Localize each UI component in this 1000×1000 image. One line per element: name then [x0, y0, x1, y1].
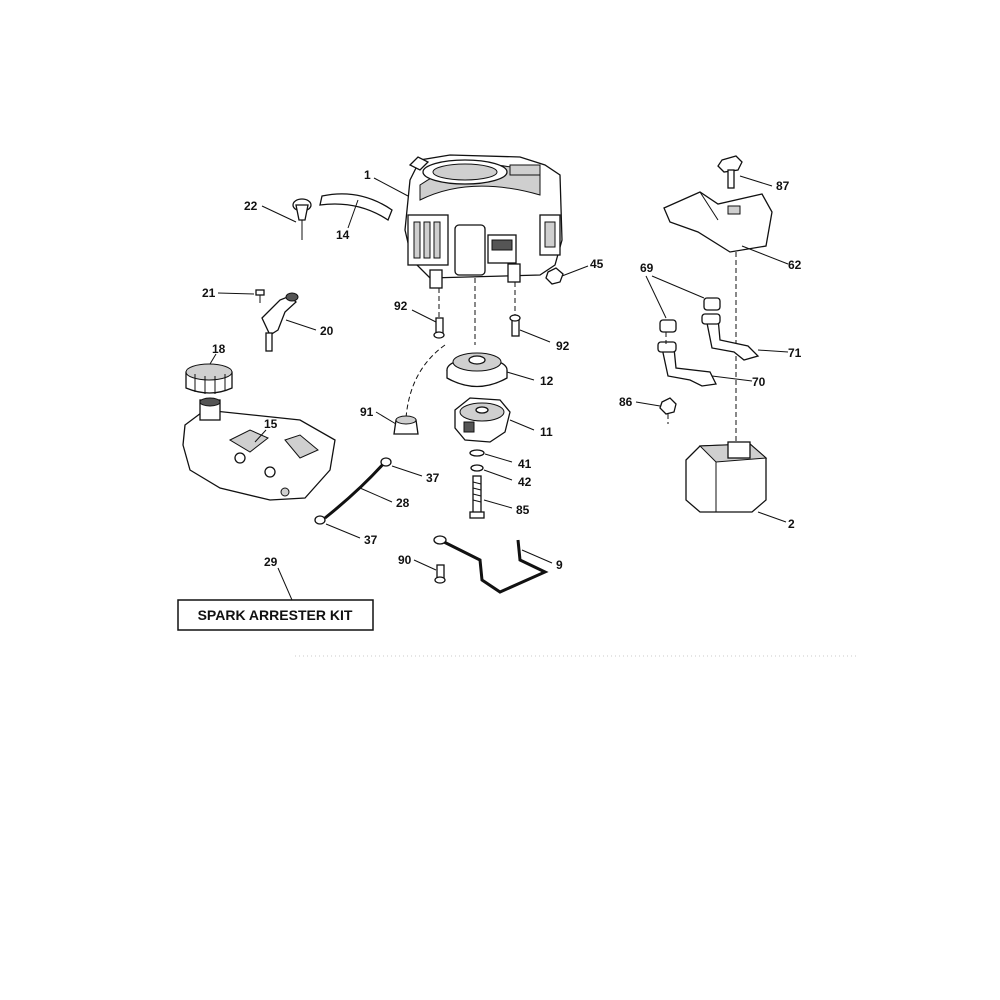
callout-18: 18 — [212, 342, 226, 356]
callout-20: 20 — [320, 324, 334, 338]
electric-clutch — [454, 397, 511, 443]
callout-9: 9 — [556, 558, 563, 572]
support-rod — [439, 538, 549, 594]
callout-45: 45 — [590, 257, 604, 271]
callout-62: 62 — [788, 258, 802, 272]
hose — [319, 193, 393, 221]
callout-1: 1 — [364, 168, 371, 182]
leader-lines — [209, 175, 789, 601]
nut-86 — [659, 397, 677, 415]
bolt-90 — [434, 564, 446, 584]
engine — [404, 154, 563, 289]
spark-arrester-kit-box — [177, 599, 374, 631]
pulley — [446, 352, 508, 388]
bolt-right — [509, 314, 521, 337]
callout-11: 11 — [540, 425, 553, 439]
washer-41 — [469, 449, 485, 457]
washer-42 — [470, 464, 484, 472]
muffler — [685, 441, 768, 513]
callout-37-bottom: 37 — [364, 533, 378, 547]
fuel-cap — [185, 363, 233, 394]
gasket-b — [659, 319, 677, 333]
choke-knob — [292, 198, 312, 240]
callout-28: 28 — [396, 496, 410, 510]
gasket-a — [703, 297, 721, 311]
callout-12: 12 — [540, 374, 554, 388]
callout-70: 70 — [752, 375, 766, 389]
heat-shield — [663, 191, 773, 253]
bolt-87 — [717, 155, 743, 189]
callout-92-right: 92 — [556, 339, 570, 353]
callout-85: 85 — [516, 503, 530, 517]
callout-22: 22 — [244, 199, 258, 213]
callout-41: 41 — [518, 457, 532, 471]
callout-42: 42 — [518, 475, 532, 489]
hose-clamp-top — [380, 457, 392, 467]
hose-clamp-bottom — [314, 515, 326, 525]
callout-15: 15 — [264, 417, 278, 431]
spark-arrester-kit-label: SPARK ARRESTER KIT — [198, 607, 353, 623]
callout-87: 87 — [776, 179, 790, 193]
bolt-left — [433, 317, 445, 339]
callout-29: 29 — [264, 555, 278, 569]
callout-69: 69 — [640, 261, 654, 275]
throttle-bracket — [255, 289, 299, 352]
callout-21: 21 — [202, 286, 216, 300]
callout-86: 86 — [619, 395, 633, 409]
callout-90: 90 — [398, 553, 412, 567]
bolt-85 — [469, 475, 485, 519]
callout-71: 71 — [788, 346, 802, 360]
callout-2: 2 — [788, 517, 795, 531]
fuel-tank — [182, 397, 336, 501]
callout-92-left: 92 — [394, 299, 408, 313]
callout-14: 14 — [336, 228, 350, 242]
callout-37-top: 37 — [426, 471, 440, 485]
fuel-line — [324, 461, 387, 520]
callout-91: 91 — [360, 405, 374, 419]
spacer — [393, 415, 419, 435]
nut-45 — [545, 267, 564, 285]
pulley-drop-line — [405, 344, 446, 419]
exhaust-pipe-71 — [705, 317, 760, 361]
exhaust-pipe-70 — [661, 347, 717, 387]
